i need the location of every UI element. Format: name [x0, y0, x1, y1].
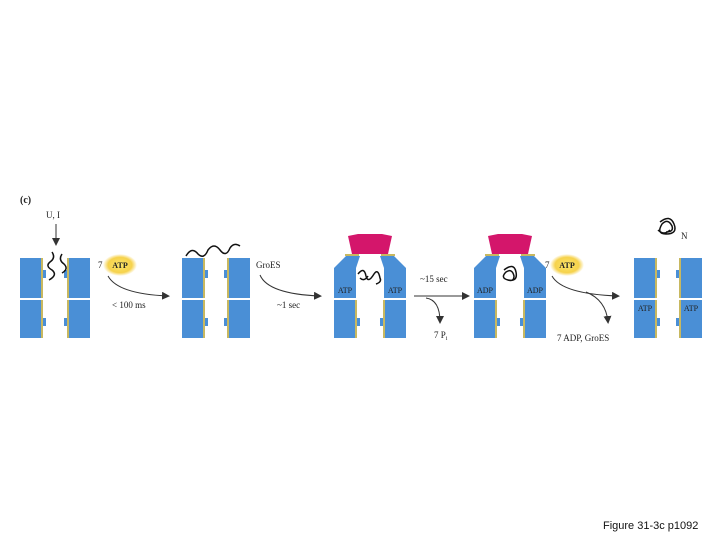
step-1-atp-binding: 7 ATP < 100 ms — [98, 254, 170, 310]
bound-chain — [185, 243, 241, 257]
complex-2-groel — [182, 243, 250, 338]
atp-badge — [103, 254, 137, 276]
c4-right-nucleotide: ADP — [527, 286, 544, 295]
step-4-arrow — [551, 275, 620, 300]
folding-chain — [502, 265, 518, 282]
c4-left-nucleotide: ADP — [477, 286, 494, 295]
complex-5-groel: N ATP ATP — [634, 217, 702, 338]
step-4-release: 7 ATP 7 ADP, GroES — [545, 254, 620, 343]
native-label: N — [681, 231, 688, 241]
unfolded-chain — [47, 251, 67, 281]
complex-4-groel-groes: ADP ADP — [474, 234, 546, 338]
groes-cap — [488, 234, 532, 254]
step-1-time: < 100 ms — [112, 300, 146, 310]
unfolded-label: U, I — [46, 210, 60, 220]
step-3-hydrolysis: ~15 sec 7 Pi — [414, 274, 470, 342]
groes-cap — [348, 234, 392, 254]
c5-left-nucleotide: ATP — [638, 304, 653, 313]
step-1-arrow — [107, 275, 170, 300]
step-2-groes-binding: GroES ~1 sec — [256, 260, 322, 310]
pi-product: 7 Pi — [434, 330, 448, 342]
encapsulated-chain — [357, 269, 382, 285]
release-products: 7 ADP, GroES — [557, 333, 609, 343]
step-3-time: ~15 sec — [420, 274, 448, 284]
panel-label: (c) — [20, 195, 31, 206]
atp-badge-2-label: ATP — [559, 261, 575, 270]
groes-label: GroES — [256, 260, 281, 270]
pi-release-arrow — [425, 297, 444, 324]
figure-caption: Figure 31-3c p1092 — [603, 520, 699, 532]
complex-1-groel: U, I — [20, 210, 90, 338]
atp-badge-label: ATP — [112, 261, 128, 270]
complex-3-groel-groes: ATP ATP — [334, 234, 406, 338]
atp-count: 7 — [98, 260, 103, 270]
c3-left-nucleotide: ATP — [338, 286, 353, 295]
c3-right-nucleotide: ATP — [388, 286, 403, 295]
step-2-arrow — [259, 274, 322, 300]
native-protein — [657, 217, 676, 235]
step-2-time: ~1 sec — [277, 300, 300, 310]
groes-release-arrow — [585, 291, 612, 324]
atp-badge-2 — [550, 254, 584, 276]
atp-count-2: 7 — [545, 260, 550, 270]
c5-right-nucleotide: ATP — [684, 304, 699, 313]
